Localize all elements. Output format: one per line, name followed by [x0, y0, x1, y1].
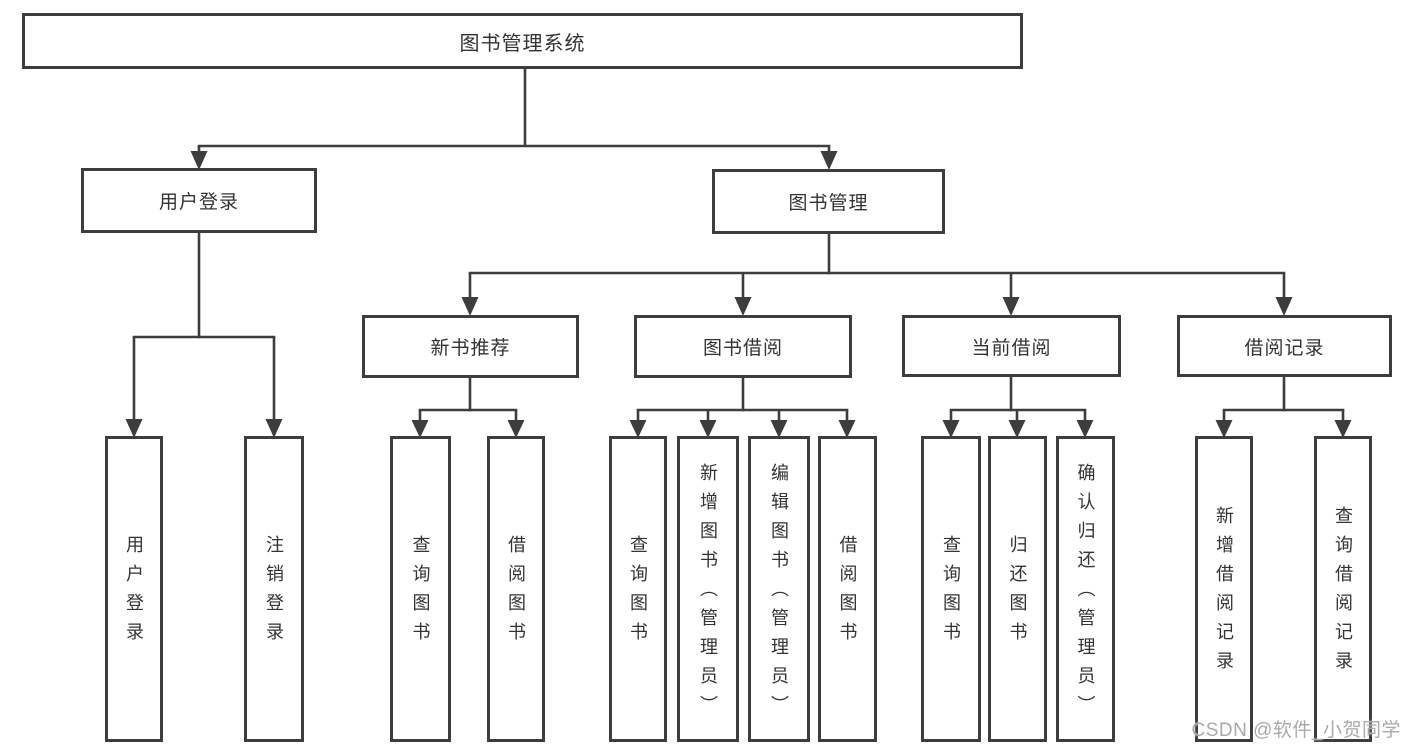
leaf-edit-book-admin: 编辑图书（管理员）: [748, 436, 810, 742]
leaf-user-login-label: 用户登录: [124, 535, 144, 651]
leaf-return-book-label: 归还图书: [1007, 535, 1028, 651]
leaf-borrow-book-2: 借阅图书: [818, 436, 877, 742]
leaf-return-book: 归还图书: [988, 436, 1047, 742]
leaf-query-book-3: 查询图书: [921, 436, 981, 742]
node-book-borrow: 图书借阅: [634, 315, 852, 378]
leaf-add-borrow-record: 新增借阅记录: [1195, 436, 1253, 742]
leaf-logout: 注销登录: [244, 436, 304, 742]
leaf-query-book-2-label: 查询图书: [628, 535, 648, 651]
leaf-add-book-admin-label: 新增图书（管理员）: [698, 462, 718, 724]
node-new-book-recommend-label: 新书推荐: [430, 338, 511, 359]
node-borrow-records: 借阅记录: [1177, 315, 1392, 377]
node-root-label: 图书管理系统: [459, 32, 586, 55]
node-user-login-branch: 用户登录: [81, 168, 317, 233]
node-root: 图书管理系统: [22, 13, 1023, 69]
leaf-query-book-2: 查询图书: [609, 436, 667, 742]
leaf-borrow-book-1: 借阅图书: [487, 436, 545, 742]
node-new-book-recommend: 新书推荐: [362, 315, 579, 378]
node-current-borrow: 当前借阅: [902, 315, 1121, 377]
node-book-borrow-label: 图书借阅: [702, 338, 783, 359]
leaf-query-book-1-label: 查询图书: [410, 535, 431, 651]
leaf-add-book-admin: 新增图书（管理员）: [677, 436, 739, 742]
watermark: CSDN @软件_小贺同学: [1191, 720, 1401, 741]
node-user-login-branch-label: 用户登录: [158, 192, 239, 213]
node-book-management-branch: 图书管理: [712, 169, 945, 234]
node-borrow-records-label: 借阅记录: [1244, 337, 1325, 359]
leaf-query-borrow-record: 查询借阅记录: [1314, 436, 1372, 742]
leaf-edit-book-admin-label: 编辑图书（管理员）: [769, 462, 789, 724]
leaf-borrow-book-2-label: 借阅图书: [837, 535, 858, 651]
leaf-borrow-book-1-label: 借阅图书: [506, 535, 526, 651]
leaf-logout-label: 注销登录: [264, 535, 284, 651]
leaf-query-book-1: 查询图书: [390, 436, 451, 742]
leaf-query-borrow-record-label: 查询借阅记录: [1333, 506, 1353, 680]
leaf-confirm-return-admin: 确认归还（管理员）: [1056, 436, 1115, 742]
node-current-borrow-label: 当前借阅: [971, 337, 1052, 359]
leaf-user-login: 用户登录: [105, 436, 163, 742]
leaf-confirm-return-admin-label: 确认归还（管理员）: [1075, 462, 1096, 724]
leaf-query-book-3-label: 查询图书: [941, 535, 961, 651]
node-book-management-branch-label: 图书管理: [788, 193, 869, 214]
leaf-add-borrow-record-label: 新增借阅记录: [1214, 506, 1234, 680]
